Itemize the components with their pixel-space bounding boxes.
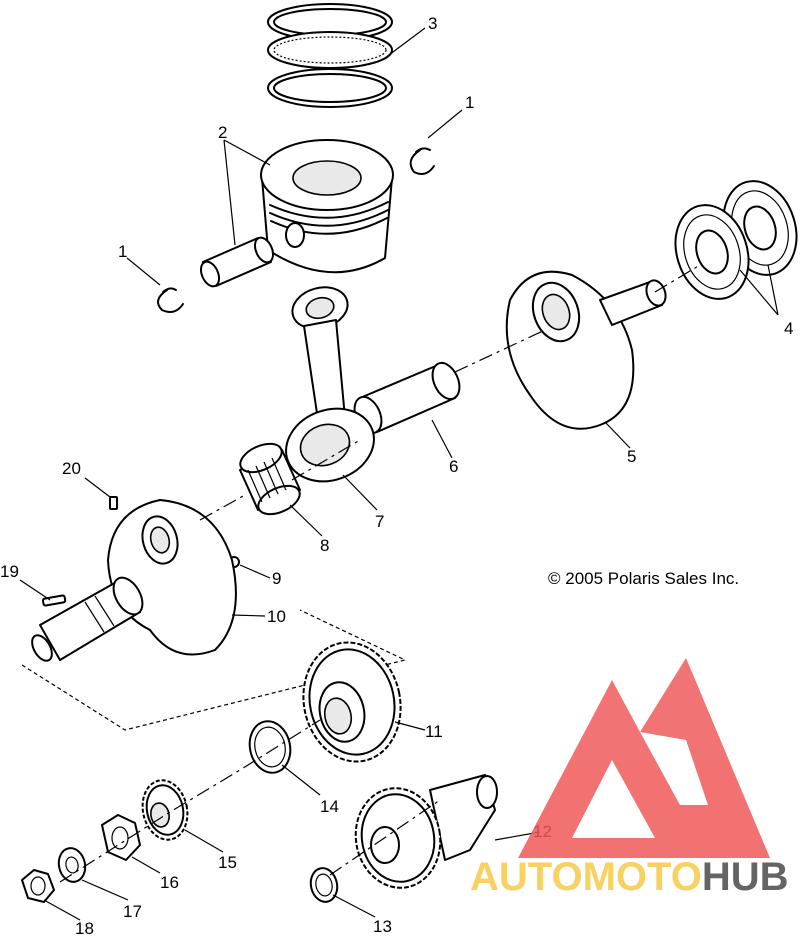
callout-16: 16 bbox=[160, 873, 179, 892]
main-bearings bbox=[674, 180, 798, 300]
gear-12 bbox=[354, 774, 498, 889]
callout-19: 19 bbox=[0, 562, 19, 581]
crank-half-right bbox=[505, 270, 667, 430]
connecting-rod bbox=[285, 286, 375, 483]
callout-8: 8 bbox=[320, 536, 329, 555]
callout-1-right: 1 bbox=[465, 93, 474, 112]
callout-6: 6 bbox=[449, 457, 458, 476]
washer-13 bbox=[309, 867, 339, 903]
watermark-text-auto: AUTOMOTOHUB bbox=[470, 855, 789, 899]
gear-11 bbox=[302, 641, 402, 763]
callout-14: 14 bbox=[320, 797, 339, 816]
piston bbox=[260, 139, 394, 274]
callout-5: 5 bbox=[627, 447, 636, 466]
piston-rings bbox=[267, 3, 393, 108]
callout-17: 17 bbox=[123, 902, 142, 921]
assembly-centerlines bbox=[59, 264, 701, 883]
leader-lines bbox=[19, 27, 779, 921]
callout-20: 20 bbox=[62, 459, 81, 478]
assembly-outline bbox=[21, 609, 407, 731]
crankshaft-left-half bbox=[31, 499, 237, 662]
nut-18 bbox=[21, 869, 55, 903]
callout-7: 7 bbox=[375, 512, 384, 531]
callout-11: 11 bbox=[425, 722, 443, 741]
callout-18: 18 bbox=[75, 919, 94, 936]
callout-9: 9 bbox=[272, 569, 281, 588]
callout-3: 3 bbox=[428, 14, 437, 33]
washer-14 bbox=[248, 720, 292, 774]
needle-bearing bbox=[239, 442, 301, 516]
circlip-right bbox=[409, 147, 435, 175]
automotohub-watermark: AUTOMOTOHUB bbox=[470, 658, 789, 899]
callout-1-left: 1 bbox=[118, 242, 127, 261]
watermark-triangle-icon bbox=[518, 658, 770, 858]
callout-4: 4 bbox=[784, 319, 793, 338]
callout-2: 2 bbox=[218, 123, 227, 142]
key-19 bbox=[41, 594, 67, 607]
sprocket-15 bbox=[141, 779, 189, 841]
washer-17 bbox=[57, 847, 87, 883]
callout-10: 10 bbox=[267, 607, 286, 626]
circlip-left bbox=[157, 287, 184, 313]
key-20 bbox=[109, 496, 118, 510]
wrist-pin bbox=[199, 236, 275, 288]
callout-13: 13 bbox=[373, 917, 392, 936]
copyright-notice: © 2005 Polaris Sales Inc. bbox=[548, 569, 739, 588]
nut-16 bbox=[101, 814, 141, 861]
callout-15: 15 bbox=[218, 853, 237, 872]
